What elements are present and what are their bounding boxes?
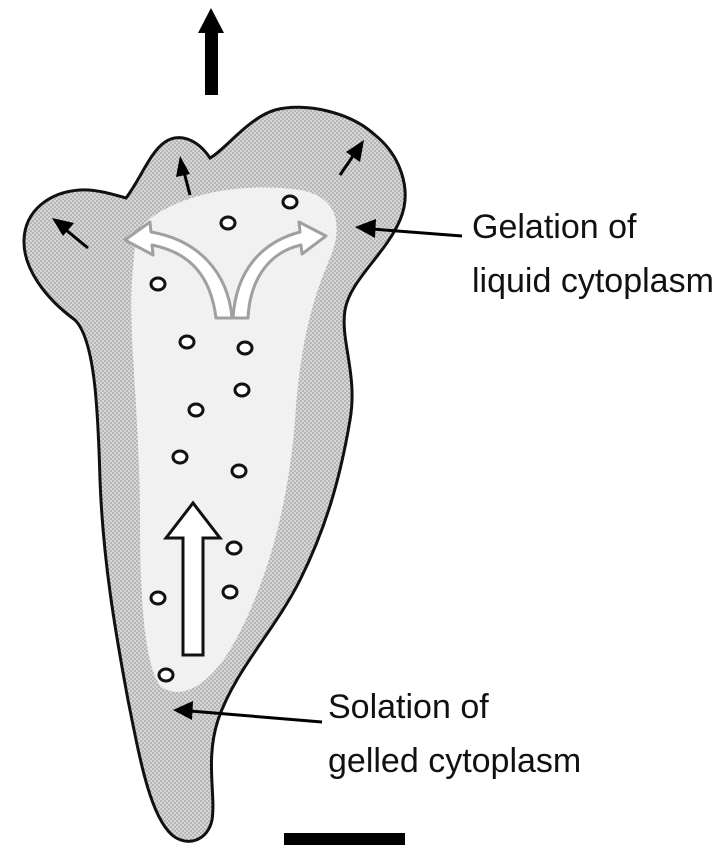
pseudopod-arrow-icon-right <box>338 140 364 176</box>
granule <box>233 382 251 398</box>
granule <box>178 334 196 350</box>
granule <box>225 540 243 556</box>
gelation-label-line1: Gelation of <box>472 208 637 246</box>
granule <box>219 215 237 231</box>
cytoplasm-granules <box>149 194 299 683</box>
gelation-label-line2: liquid cytoplasm <box>472 262 714 300</box>
granule <box>149 590 167 606</box>
gelation-pointer-arrow-icon <box>355 219 463 238</box>
granule <box>171 449 189 465</box>
granule <box>281 194 299 210</box>
cytoplasm-stream-arrow-icon <box>162 500 224 657</box>
solation-pointer-arrow-icon <box>173 701 323 724</box>
pseudopod-arrow-icon-top <box>176 156 192 196</box>
granule <box>157 667 175 683</box>
curved-flow-arrow-icon-right <box>231 220 328 320</box>
granule <box>221 584 239 600</box>
solation-label-line2: gelled cytoplasm <box>328 742 581 780</box>
granule <box>236 340 254 356</box>
curved-flow-arrow-icon-left <box>123 220 234 320</box>
granule <box>230 463 248 479</box>
granule <box>187 402 205 418</box>
movement-direction-arrow-icon <box>198 8 224 95</box>
scale-bar <box>284 833 405 845</box>
solation-label-line1: Solation of <box>328 688 489 726</box>
granule <box>149 276 167 292</box>
pseudopod-arrow-icon-left <box>52 218 89 250</box>
